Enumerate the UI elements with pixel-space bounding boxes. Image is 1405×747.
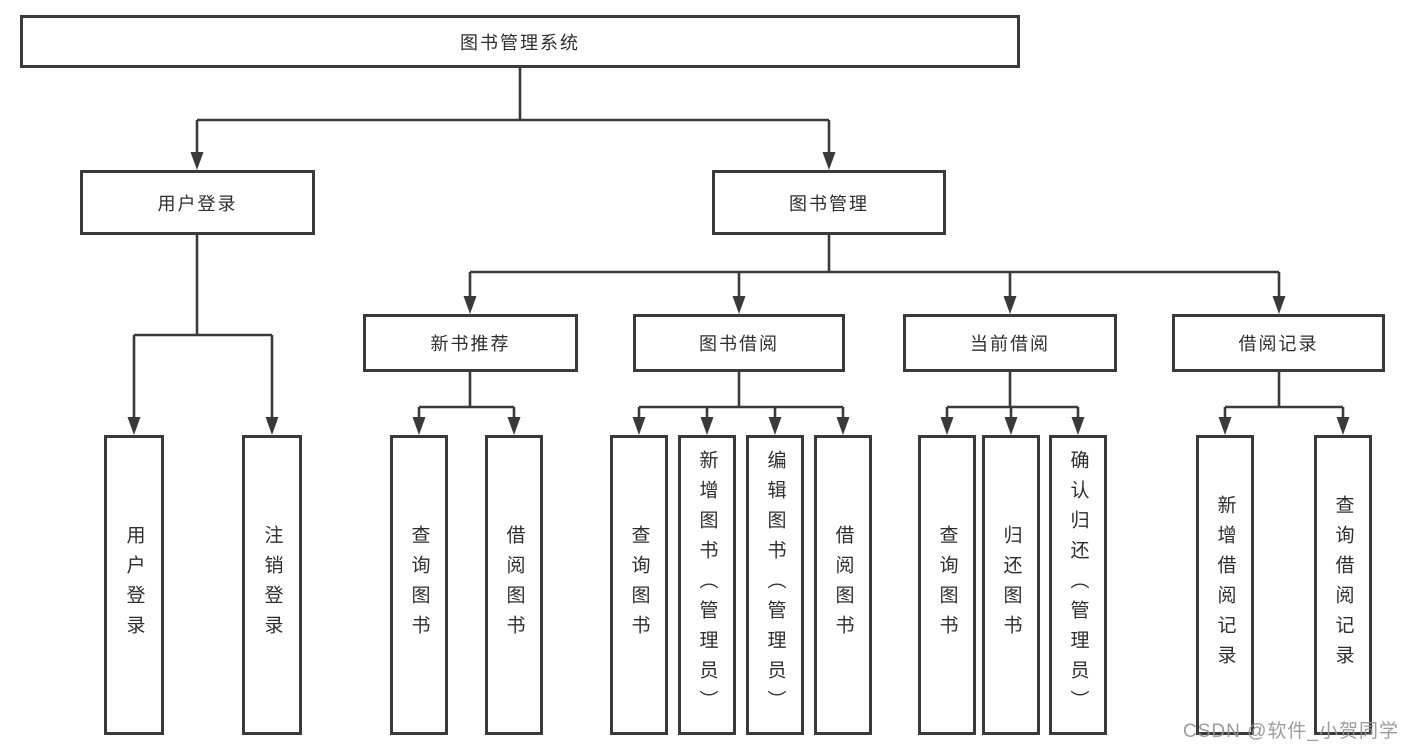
leaf-borrow-query-books: 查询图书 bbox=[610, 435, 668, 735]
node-root: 图书管理系统 bbox=[20, 15, 1020, 68]
leaf-logout-label: 注销登录 bbox=[261, 525, 283, 645]
leaf-user-login: 用户登录 bbox=[104, 435, 164, 735]
leaf-current-query-books-label: 查询图书 bbox=[936, 525, 958, 645]
node-new-book-recommend-label: 新书推荐 bbox=[430, 334, 511, 354]
node-new-book-recommend: 新书推荐 bbox=[363, 314, 578, 372]
leaf-borrow-query-books-label: 查询图书 bbox=[628, 525, 650, 645]
leaf-confirm-return-admin-label: 确认归还（管理员） bbox=[1067, 450, 1089, 720]
leaf-add-borrow-record: 新增借阅记录 bbox=[1196, 435, 1254, 735]
leaf-user-login-label: 用户登录 bbox=[123, 525, 145, 645]
node-borrow-records: 借阅记录 bbox=[1172, 314, 1385, 372]
node-current-borrow: 当前借阅 bbox=[903, 314, 1117, 372]
leaf-edit-books-admin: 编辑图书（管理员） bbox=[746, 435, 804, 735]
leaf-query-borrow-record: 查询借阅记录 bbox=[1314, 435, 1372, 735]
leaf-return-books-label: 归还图书 bbox=[1000, 525, 1022, 645]
leaf-recommend-borrow-books-label: 借阅图书 bbox=[503, 525, 525, 645]
leaf-confirm-return-admin: 确认归还（管理员） bbox=[1049, 435, 1107, 735]
node-book-management-label: 图书管理 bbox=[789, 193, 869, 214]
node-borrow-records-label: 借阅记录 bbox=[1238, 334, 1319, 354]
node-user-login: 用户登录 bbox=[80, 170, 315, 235]
leaf-borrow-books: 借阅图书 bbox=[814, 435, 872, 735]
node-current-borrow-label: 当前借阅 bbox=[970, 334, 1050, 354]
leaf-edit-books-admin-label: 编辑图书（管理员） bbox=[764, 450, 786, 720]
leaf-recommend-query-books: 查询图书 bbox=[390, 435, 448, 735]
leaf-query-borrow-record-label: 查询借阅记录 bbox=[1332, 495, 1354, 675]
leaf-logout: 注销登录 bbox=[242, 435, 302, 735]
node-root-label: 图书管理系统 bbox=[460, 32, 580, 53]
csdn-watermark: CSDN @软件_小贺同学 bbox=[1183, 721, 1399, 742]
leaf-current-query-books: 查询图书 bbox=[918, 435, 976, 735]
leaf-borrow-books-label: 借阅图书 bbox=[832, 525, 854, 645]
leaf-recommend-query-books-label: 查询图书 bbox=[408, 525, 430, 645]
node-book-borrow: 图书借阅 bbox=[633, 314, 845, 372]
leaf-recommend-borrow-books: 借阅图书 bbox=[485, 435, 543, 735]
leaf-add-books-admin-label: 新增图书（管理员） bbox=[696, 450, 718, 720]
node-user-login-label: 用户登录 bbox=[157, 193, 238, 214]
leaf-add-books-admin: 新增图书（管理员） bbox=[678, 435, 736, 735]
leaf-add-borrow-record-label: 新增借阅记录 bbox=[1214, 495, 1236, 675]
node-book-borrow-label: 图书借阅 bbox=[699, 334, 779, 354]
leaf-return-books: 归还图书 bbox=[982, 435, 1040, 735]
node-book-management: 图书管理 bbox=[712, 170, 946, 235]
